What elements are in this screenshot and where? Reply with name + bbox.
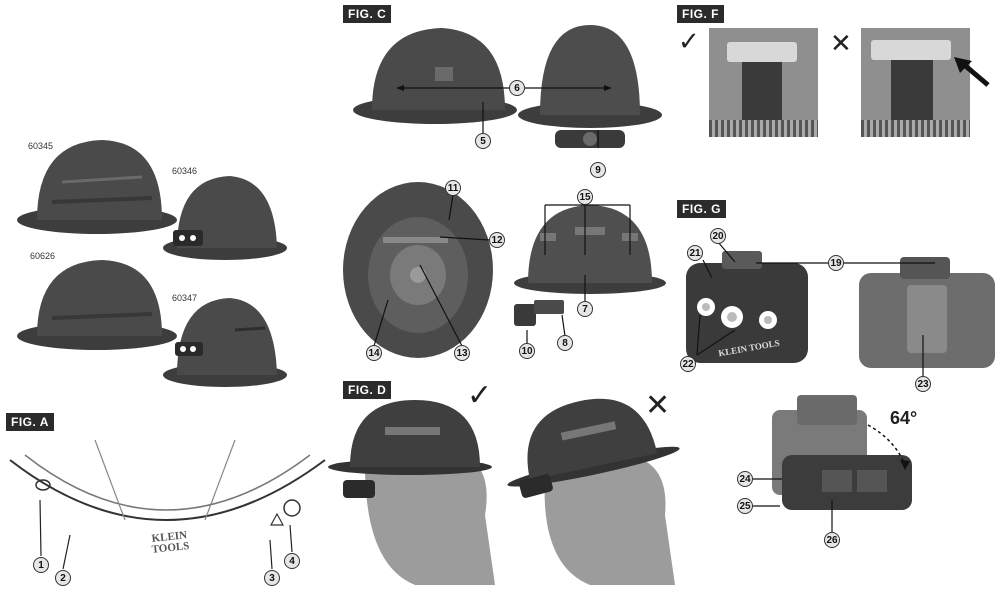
fig-g-headlamp-front (686, 251, 808, 363)
callout-6: 6 (509, 80, 525, 96)
fig-a-label: FIG. A (6, 413, 54, 431)
helmet-60347-illustration (163, 298, 287, 387)
fig-d-cross-icon: ✕ (645, 389, 671, 422)
fig-g-label: FIG. G (677, 200, 726, 218)
model-60626-label: 60626 (30, 251, 56, 261)
fig-d-check-icon: ✓ (467, 379, 493, 412)
callout-24: 24 (737, 471, 753, 487)
fig-f-label: FIG. F (677, 5, 724, 23)
helmet-60346-illustration (163, 176, 287, 260)
model-60347-label: 60347 (172, 293, 198, 303)
fig-c-helmet-side-vents (514, 205, 666, 294)
callout-15: 15 (577, 189, 593, 205)
callout-22: 22 (680, 356, 696, 372)
callout-5: 5 (475, 133, 491, 149)
callout-3: 3 (264, 570, 280, 586)
callout-14: 14 (366, 345, 382, 361)
helmet-60626-illustration (17, 260, 177, 350)
fig-f-incorrect-photo (861, 28, 970, 137)
callout-8: 8 (557, 335, 573, 351)
callout-13: 13 (454, 345, 470, 361)
callout-26: 26 (824, 532, 840, 548)
fig-c-helmet-underside (343, 182, 493, 358)
callout-25: 25 (737, 498, 753, 514)
fig-f-cross-icon: ✕ (830, 28, 852, 58)
callout-9: 9 (590, 162, 606, 178)
fig-g-headlamp-angle (772, 395, 912, 510)
helmet-60345-illustration (17, 140, 177, 234)
callout-19: 19 (828, 255, 844, 271)
fig-c-buckle-part (514, 300, 564, 326)
fig-g-angle-value: 64° (890, 408, 918, 428)
fig-c-label: FIG. C (343, 5, 392, 23)
callout-7: 7 (577, 301, 593, 317)
fig-f-pointer-arrow-icon (954, 57, 990, 87)
callout-12: 12 (489, 232, 505, 248)
callout-4: 4 (284, 553, 300, 569)
fig-a-helmet-underside (9, 439, 326, 526)
model-60346-label: 60346 (172, 166, 198, 176)
fig-f-correct-photo (709, 28, 818, 137)
callout-11: 11 (445, 180, 461, 196)
callout-2: 2 (55, 570, 71, 586)
callout-10: 10 (519, 343, 535, 359)
fig-c-helmet-side (353, 28, 517, 124)
fig-g-clip-back (859, 257, 995, 368)
callout-1: 1 (33, 557, 49, 573)
callout-23: 23 (915, 376, 931, 392)
callout-21: 21 (687, 245, 703, 261)
fig-f-check-icon: ✓ (678, 26, 700, 56)
fig-c-helmet-back (518, 25, 662, 148)
callout-20: 20 (710, 228, 726, 244)
model-60345-label: 60345 (28, 141, 54, 151)
fig-d-incorrect-fit-head (507, 398, 680, 585)
fig-d-correct-fit-head (328, 400, 495, 585)
fig-d-label: FIG. D (343, 381, 392, 399)
